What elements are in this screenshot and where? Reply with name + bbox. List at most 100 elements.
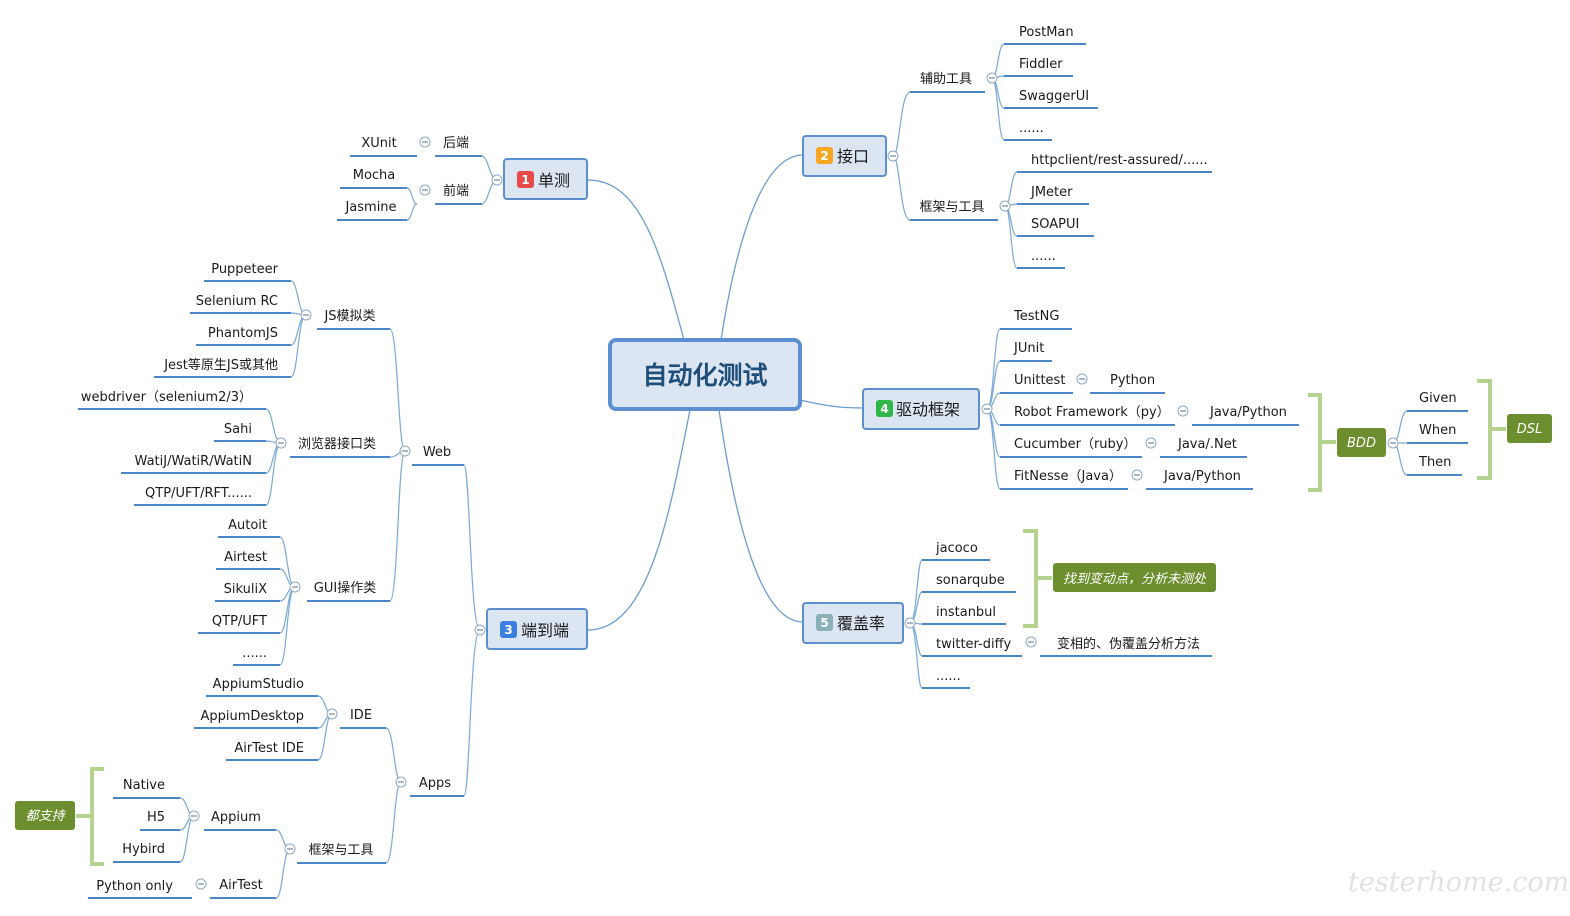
branch-unit-number: 1 <box>521 173 529 187</box>
coverage-note[interactable] <box>1053 563 1216 592</box>
collapse-icon[interactable] <box>1025 636 1037 648</box>
leaf-sonarqube: sonarqube <box>936 573 1005 588</box>
collapse-icon[interactable] <box>1387 437 1399 449</box>
collapse-icon[interactable] <box>986 72 998 84</box>
leaf-qtp-uft: QTP/UFT <box>212 614 267 629</box>
branch-drive[interactable]: 4 驱动框架 <box>862 388 980 430</box>
leaf-sahi: Sahi <box>224 422 252 437</box>
airtest-label: AirTest <box>219 878 262 893</box>
appium-label: Appium <box>211 810 261 825</box>
collapse-icon[interactable] <box>419 136 431 148</box>
all-supported-note[interactable] <box>15 801 75 830</box>
leaf-jmeter: JMeter <box>1030 185 1073 200</box>
branch-drive-number: 4 <box>880 402 888 416</box>
leaf-testng: TestNG <box>1013 309 1059 324</box>
leaf-ellipsis: ...... <box>1031 249 1056 264</box>
number-badge-1 <box>517 171 534 188</box>
dsl-note[interactable] <box>1507 414 1552 443</box>
leaf-twitter-diffy: twitter-diffy <box>936 637 1012 652</box>
leaf-then: Then <box>1418 455 1451 470</box>
collapse-icon[interactable] <box>284 843 296 855</box>
coverage-lines <box>909 529 1216 689</box>
branch-unit[interactable]: 1 单测 <box>503 158 588 200</box>
central-topic[interactable]: 自动化测试 <box>608 338 802 411</box>
leaf-java-python: Java/Python <box>1163 469 1241 484</box>
collapse-icon[interactable] <box>491 174 503 186</box>
leaf-puppeteer: Puppeteer <box>211 262 278 277</box>
leaf-watij: WatiJ/WatiR/WatiN <box>135 454 252 469</box>
leaf-sikulix: SikuliX <box>224 582 267 597</box>
collapse-icon[interactable] <box>1145 437 1157 449</box>
collapse-icon[interactable] <box>275 437 287 449</box>
leaf-soapui: SOAPUI <box>1031 217 1079 232</box>
leaf-webdriver: webdriver（selenium2/3） <box>81 390 252 405</box>
e2e-web-label: Web <box>423 445 451 460</box>
collapse-icon[interactable] <box>981 403 993 415</box>
branch-e2e[interactable]: 3 端到端 <box>486 608 588 650</box>
unit-backend-label: 后端 <box>443 136 469 151</box>
main-branch-lines <box>587 154 864 631</box>
central-topic-label: 自动化测试 <box>642 361 767 390</box>
leaf-python-only: Python only <box>96 879 173 894</box>
branch-drive-label: 驱动框架 <box>896 400 960 419</box>
branch-api-number: 2 <box>820 149 828 163</box>
leaf-unittest: Unittest <box>1014 373 1065 388</box>
leaf-jest-native-js: Jest等原生JS或其他 <box>163 357 278 373</box>
collapse-icon[interactable] <box>474 624 486 636</box>
leaf-instanbul: instanbul <box>936 605 996 620</box>
drive-lines <box>986 328 1299 490</box>
branch-coverage-label: 覆盖率 <box>837 614 885 633</box>
bdd-label: BDD <box>1347 436 1376 451</box>
gui-ops-label: GUI操作类 <box>314 580 376 596</box>
leaf-appiumstudio: AppiumStudio <box>213 677 304 692</box>
api-frameworks-label: 框架与工具 <box>919 200 984 215</box>
e2e-apps-label: Apps <box>419 776 451 791</box>
collapse-icon[interactable] <box>1177 405 1189 417</box>
collapse-icon[interactable] <box>326 708 338 720</box>
branch-api[interactable]: 2 接口 <box>802 135 887 177</box>
leaf-ellipsis: ...... <box>242 646 267 661</box>
bdd-note[interactable] <box>1337 428 1386 457</box>
leaf-autoit: Autoit <box>228 518 267 533</box>
collapse-icon[interactable] <box>999 200 1011 212</box>
leaf-java-net: Java/.Net <box>1177 437 1237 452</box>
collapse-icon[interactable] <box>904 617 916 629</box>
leaf-fitnesse: FitNesse（Java） <box>1014 469 1122 484</box>
collapse-icon[interactable] <box>289 581 301 593</box>
branch-coverage[interactable]: 5 覆盖率 <box>802 602 904 644</box>
collapse-icon[interactable] <box>1131 469 1143 481</box>
collapse-icon[interactable] <box>887 150 899 162</box>
collapse-icon[interactable] <box>399 445 411 457</box>
number-badge-2 <box>816 147 833 164</box>
leaf-pseudo-coverage: 变相的、伪覆盖分析方法 <box>1057 636 1200 652</box>
leaf-jacoco: jacoco <box>935 541 978 556</box>
leaf-xunit: XUnit <box>361 136 396 151</box>
collapse-icon[interactable] <box>419 184 431 196</box>
leaf-airtest: Airtest <box>224 550 267 565</box>
leaf-given: Given <box>1419 391 1457 406</box>
leaf-qtp-rft: QTP/UFT/RFT...... <box>145 486 252 501</box>
coverage-note-label: 找到变动点，分析未测处 <box>1063 571 1207 587</box>
leaf-postman: PostMan <box>1019 25 1074 40</box>
leaf-ellipsis: ...... <box>1019 121 1044 136</box>
leaf-java-python: Java/Python <box>1209 405 1287 420</box>
collapse-icon[interactable] <box>188 810 200 822</box>
collapse-icon[interactable] <box>300 309 312 321</box>
branch-e2e-number: 3 <box>504 623 512 637</box>
watermark: testerhome.com <box>1348 867 1569 898</box>
bdd-group: BDD DSL <box>1308 379 1552 492</box>
leaf-hybird: Hybird <box>122 842 165 857</box>
leaf-fiddler: Fiddler <box>1019 57 1063 72</box>
branch-api-label: 接口 <box>837 147 869 166</box>
collapse-icon[interactable] <box>1076 373 1088 385</box>
leaf-robot-framework: Robot Framework（py） <box>1014 405 1170 420</box>
leaf-h5: H5 <box>147 810 165 825</box>
leaf-swaggerui: SwaggerUI <box>1019 89 1089 104</box>
leaf-jasmine: Jasmine <box>344 200 396 215</box>
collapse-icon[interactable] <box>195 878 207 890</box>
ide-label: IDE <box>350 708 372 723</box>
leaf-httpclient: httpclient/rest-assured/...... <box>1031 153 1208 168</box>
all-supported-label: 都支持 <box>25 809 66 824</box>
collapse-icon[interactable] <box>395 776 407 788</box>
